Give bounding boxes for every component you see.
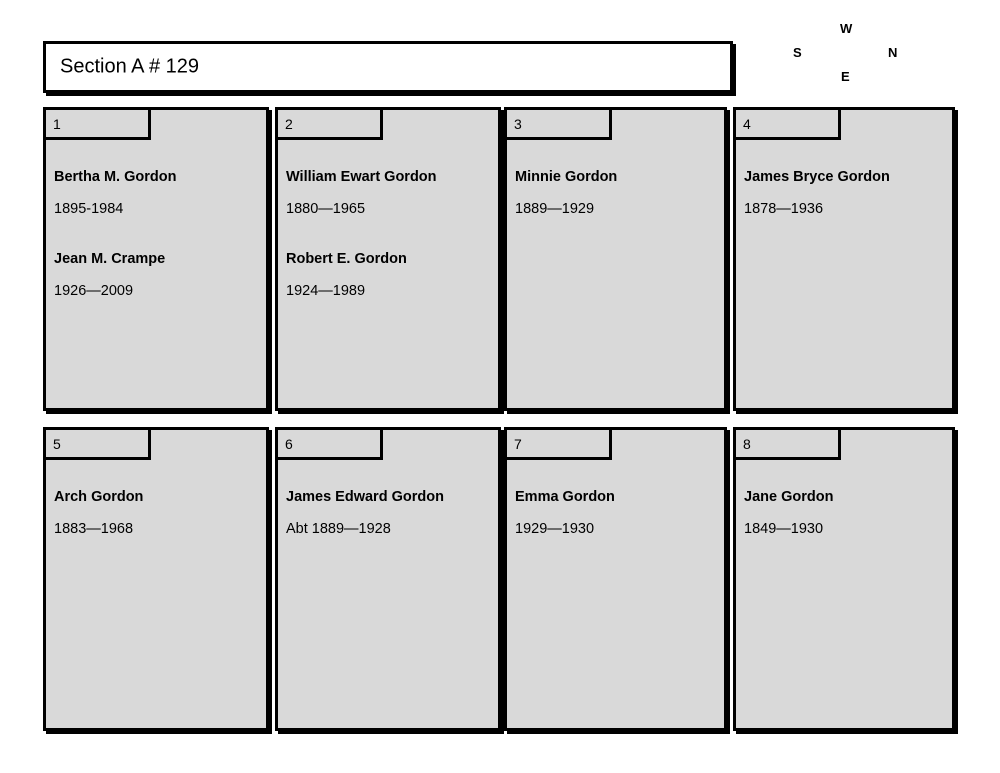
burial-entry: Arch Gordon 1883—1968 [54,489,256,538]
burial-name: Robert E. Gordon [286,250,407,267]
burial-dates: 1926—2009 [54,282,134,299]
plot-number-tab: 6 [275,427,383,460]
burial-dates: 1849—1930 [744,520,824,537]
burial-dates: Abt 1889—1928 [286,520,391,537]
burial-dates: 1929—1930 [515,520,595,537]
burial-dates: 1878—1936 [744,200,824,217]
burial-dates: 1880—1965 [286,200,366,217]
plot-body: Jane Gordon 1849—1930 [736,463,952,728]
burial-name: James Bryce Gordon [744,169,890,185]
section-title-box: Section A # 129 [43,41,733,93]
plot-number-label: 2 [285,115,293,132]
plot-body: Emma Gordon 1929—1930 [507,463,724,728]
burial-entry: William Ewart Gordon 1880—1965 [286,169,488,218]
compass-direction-top: W [840,21,853,36]
plot-number-label: 3 [514,115,522,132]
plot-number-label: 1 [53,115,61,132]
plot-number-tab: 2 [275,107,383,140]
burial-entry: Jane Gordon 1849—1930 [744,489,942,538]
burial-name: Bertha M. Gordon [54,169,177,185]
plot-number-label: 4 [743,115,751,132]
plot-number-tab: 3 [504,107,612,140]
plot-body: Arch Gordon 1883—1968 [46,463,266,728]
burial-entry: Jean M. Crampe 1926—2009 [54,250,256,300]
plot-number-tab: 1 [43,107,151,140]
page-title: Section A # 129 [60,55,200,78]
plot-body: James Bryce Gordon 1878—1936 [736,143,952,408]
burial-dates: 1924—1989 [286,282,366,299]
compass-direction-right: N [888,45,898,60]
plot-body: Minnie Gordon 1889—1929 [507,143,724,408]
burial-name: Jane Gordon [744,489,834,505]
burial-entry: Emma Gordon 1929—1930 [515,489,714,538]
plot-number-label: 5 [53,435,61,452]
burial-name: Emma Gordon [515,489,615,505]
plot-number-tab: 4 [733,107,841,140]
plot-number-label: 8 [743,435,751,452]
burial-entry: Minnie Gordon 1889—1929 [515,169,714,218]
burial-dates: 1889—1929 [515,200,595,217]
burial-name: Jean M. Crampe [54,250,166,267]
burial-name: Minnie Gordon [515,169,618,185]
plot-number-tab: 8 [733,427,841,460]
plot-number-label: 7 [514,435,522,452]
burial-entry: Robert E. Gordon 1924—1989 [286,250,488,300]
compass-direction-left: S [793,45,802,60]
burial-name: Arch Gordon [54,489,144,505]
compass-direction-bottom: E [841,69,850,84]
plot-number-tab: 5 [43,427,151,460]
burial-dates: 1883—1968 [54,520,134,537]
plot-number-label: 6 [285,435,293,452]
burial-dates: 1895-1984 [54,200,124,217]
burial-entry: Bertha M. Gordon 1895-1984 [54,169,256,218]
burial-name: William Ewart Gordon [286,169,437,185]
burial-name: James Edward Gordon [286,489,444,505]
burial-entry: James Bryce Gordon 1878—1936 [744,169,942,218]
compass-rose: W S N E [780,18,910,90]
plot-number-tab: 7 [504,427,612,460]
